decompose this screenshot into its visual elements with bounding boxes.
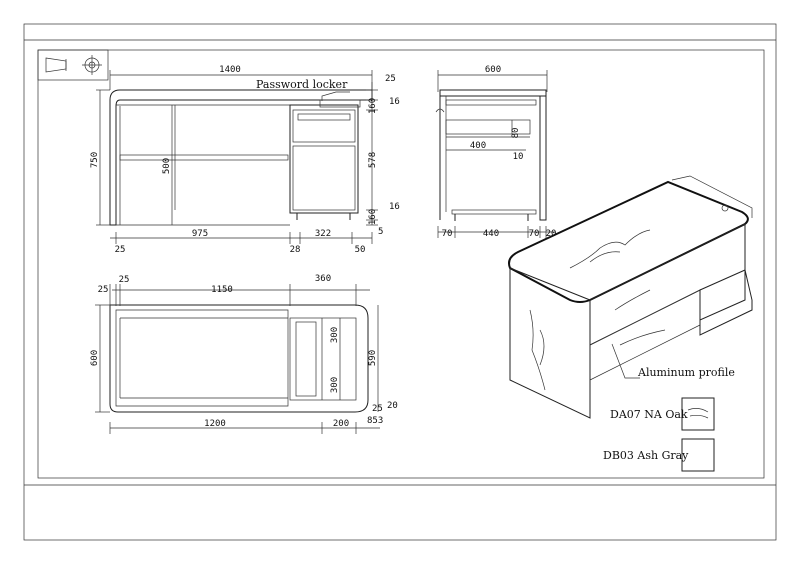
side-dim-left: 70 — [442, 229, 453, 239]
top-dim-span: 1150 — [211, 285, 233, 295]
side-dim-depth: 600 — [485, 65, 501, 75]
dim-bottom-thickness: 16 — [389, 202, 400, 212]
top-dim-depth: 600 — [90, 350, 100, 366]
front-view — [96, 70, 378, 244]
top-dim-right-25: 25 — [372, 404, 383, 414]
perspective-view — [508, 175, 753, 419]
side-dim-right-20: 20 — [546, 229, 557, 239]
top-view — [95, 284, 380, 434]
outer-frame — [23, 23, 777, 541]
top-dim-pedestal: 360 — [315, 274, 331, 284]
legend-oak-label: DA07 NA Oak — [610, 408, 688, 421]
dim-door: 578 — [368, 152, 378, 168]
ash-gray-swatch — [681, 438, 715, 472]
side-dim-10: 10 — [513, 152, 524, 162]
top-dim-inner-b: 300 — [330, 377, 340, 393]
side-view — [435, 70, 555, 238]
legend — [681, 397, 715, 472]
dim-top-right: 25 — [385, 74, 396, 84]
dim-width-total: 1400 — [219, 65, 241, 75]
dim-bottom-5: 5 — [378, 227, 383, 237]
dim-knee-height: 500 — [162, 158, 172, 174]
top-dim-right-200: 200 — [333, 419, 349, 429]
side-dim-middle: 440 — [483, 229, 499, 239]
dim-drawer: 160 — [368, 98, 378, 114]
dim-pedestal-width: 322 — [315, 229, 331, 239]
top-dim-left-25: 25 — [98, 285, 109, 295]
dim-top-thickness: 16 — [389, 97, 400, 107]
dim-left-panel: 25 — [115, 245, 126, 255]
top-dim-depth-590: 590 — [368, 350, 378, 366]
top-dim-left-25b: 25 — [119, 275, 130, 285]
side-dim-80: 80 — [511, 128, 521, 139]
dim-right: 50 — [355, 245, 366, 255]
dim-height-total: 750 — [90, 152, 100, 168]
legend-ash-gray-label: DB03 Ash Gray — [603, 449, 689, 462]
side-dim-right: 70 — [529, 229, 540, 239]
third-angle-projection-icon — [37, 49, 109, 81]
side-dim-drawer-depth: 400 — [470, 141, 486, 151]
top-dim-right-20: 20 — [387, 401, 398, 411]
top-dim-inner-a: 300 — [330, 327, 340, 343]
top-dim-right-853: 853 — [367, 416, 383, 426]
password-locker-label: Password locker — [256, 78, 348, 91]
drawing-frame — [37, 49, 765, 479]
dim-gap: 28 — [290, 245, 301, 255]
dim-opening-width: 975 — [192, 229, 208, 239]
aluminum-profile-label: Aluminum profile — [637, 366, 735, 379]
dim-base: 160 — [368, 209, 378, 225]
oak-swatch — [681, 397, 715, 431]
top-dim-total: 1200 — [204, 419, 226, 429]
